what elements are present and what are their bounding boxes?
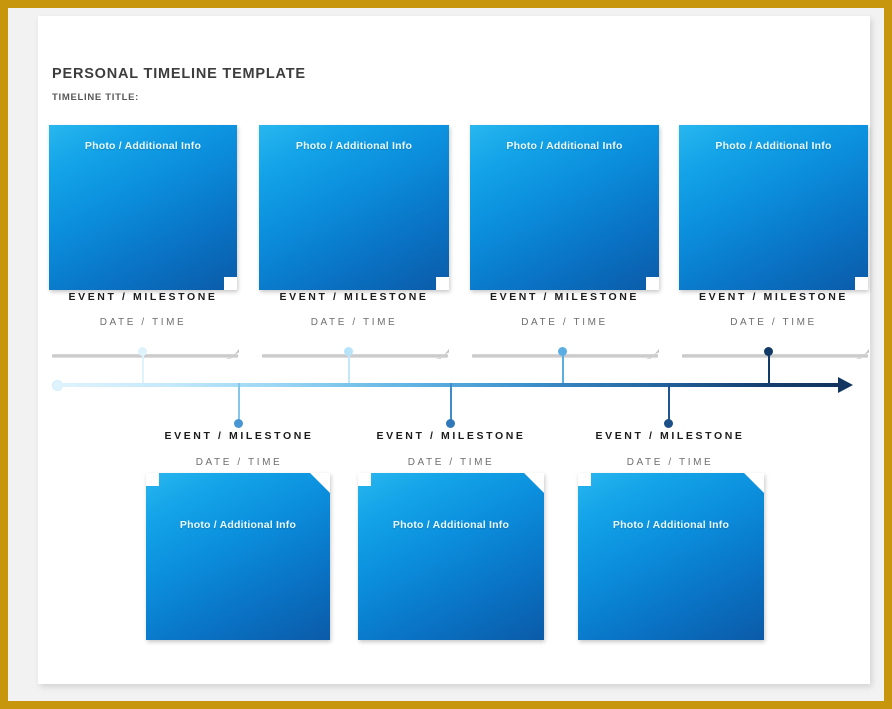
event-label-top-1: EVENT / MILESTONE bbox=[68, 291, 218, 303]
photo-card-top-3[interactable]: Photo / Additional Info bbox=[470, 125, 659, 290]
document-page: PERSONAL TIMELINE TEMPLATE TIMELINE TITL… bbox=[38, 16, 870, 684]
card-fold-corner bbox=[524, 473, 544, 493]
connector-stem-bottom-1 bbox=[238, 383, 240, 423]
card-notch bbox=[358, 473, 371, 486]
connector-stem-top-1 bbox=[142, 351, 144, 387]
photo-card-bottom-1[interactable]: Photo / Additional Info bbox=[146, 473, 330, 640]
connector-dot-bottom-1 bbox=[234, 419, 243, 428]
event-label-top-4: EVENT / MILESTONE bbox=[698, 291, 849, 303]
connector-stem-bottom-3 bbox=[668, 383, 670, 423]
date-label-bottom-2: DATE / TIME bbox=[407, 457, 495, 468]
photo-card-label: Photo / Additional Info bbox=[84, 140, 202, 152]
card-shelf-3 bbox=[472, 349, 659, 361]
card-shelf-4 bbox=[682, 349, 869, 361]
connector-dot-bottom-3 bbox=[664, 419, 673, 428]
page-title: PERSONAL TIMELINE TEMPLATE bbox=[52, 66, 306, 82]
card-notch bbox=[436, 277, 449, 290]
timeline-title-label: TIMELINE TITLE: bbox=[52, 92, 140, 103]
shelf-bar bbox=[52, 354, 238, 358]
card-notch bbox=[855, 277, 868, 290]
connector-stem-bottom-2 bbox=[450, 383, 452, 423]
photo-card-top-1[interactable]: Photo / Additional Info bbox=[49, 125, 237, 290]
date-label-top-1: DATE / TIME bbox=[99, 317, 187, 328]
photo-card-bottom-3[interactable]: Photo / Additional Info bbox=[578, 473, 764, 640]
card-fold-corner bbox=[744, 473, 764, 493]
photo-card-label: Photo / Additional Info bbox=[715, 140, 832, 152]
photo-card-top-4[interactable]: Photo / Additional Info bbox=[679, 125, 868, 290]
photo-card-label: Photo / Additional Info bbox=[179, 519, 297, 531]
event-label-bottom-1: EVENT / MILESTONE bbox=[164, 430, 314, 442]
event-label-bottom-2: EVENT / MILESTONE bbox=[376, 430, 526, 442]
card-notch bbox=[146, 473, 159, 486]
date-label-top-3: DATE / TIME bbox=[521, 317, 608, 328]
card-notch bbox=[646, 277, 659, 290]
event-label-top-2: EVENT / MILESTONE bbox=[279, 291, 429, 303]
timeline-arrow-icon bbox=[838, 377, 853, 393]
date-label-top-4: DATE / TIME bbox=[730, 317, 817, 328]
connector-dot-top-2 bbox=[344, 347, 353, 356]
photo-card-bottom-2[interactable]: Photo / Additional Info bbox=[358, 473, 544, 640]
date-label-bottom-1: DATE / TIME bbox=[195, 457, 283, 468]
shelf-bar bbox=[262, 354, 448, 358]
photo-card-top-2[interactable]: Photo / Additional Info bbox=[259, 125, 449, 290]
shelf-bar bbox=[472, 354, 658, 358]
date-label-bottom-3: DATE / TIME bbox=[626, 457, 714, 468]
connector-dot-top-1 bbox=[138, 347, 147, 356]
card-shelf-1 bbox=[52, 349, 239, 361]
card-notch bbox=[578, 473, 591, 486]
photo-card-label: Photo / Additional Info bbox=[295, 140, 413, 152]
photo-card-label: Photo / Additional Info bbox=[392, 519, 510, 531]
shelf-bar bbox=[682, 354, 868, 358]
connector-stem-top-4 bbox=[768, 351, 770, 387]
photo-card-label: Photo / Additional Info bbox=[506, 140, 623, 152]
date-label-top-2: DATE / TIME bbox=[310, 317, 398, 328]
connector-stem-top-2 bbox=[348, 351, 350, 387]
connector-stem-top-3 bbox=[562, 351, 564, 387]
connector-dot-bottom-2 bbox=[446, 419, 455, 428]
card-notch bbox=[224, 277, 237, 290]
photo-card-label: Photo / Additional Info bbox=[612, 519, 730, 531]
card-shelf-2 bbox=[262, 349, 449, 361]
event-label-top-3: EVENT / MILESTONE bbox=[489, 291, 640, 303]
card-fold-corner bbox=[310, 473, 330, 493]
timeline-axis bbox=[57, 383, 842, 387]
event-label-bottom-3: EVENT / MILESTONE bbox=[595, 430, 745, 442]
connector-dot-top-3 bbox=[558, 347, 567, 356]
connector-dot-top-4 bbox=[764, 347, 773, 356]
